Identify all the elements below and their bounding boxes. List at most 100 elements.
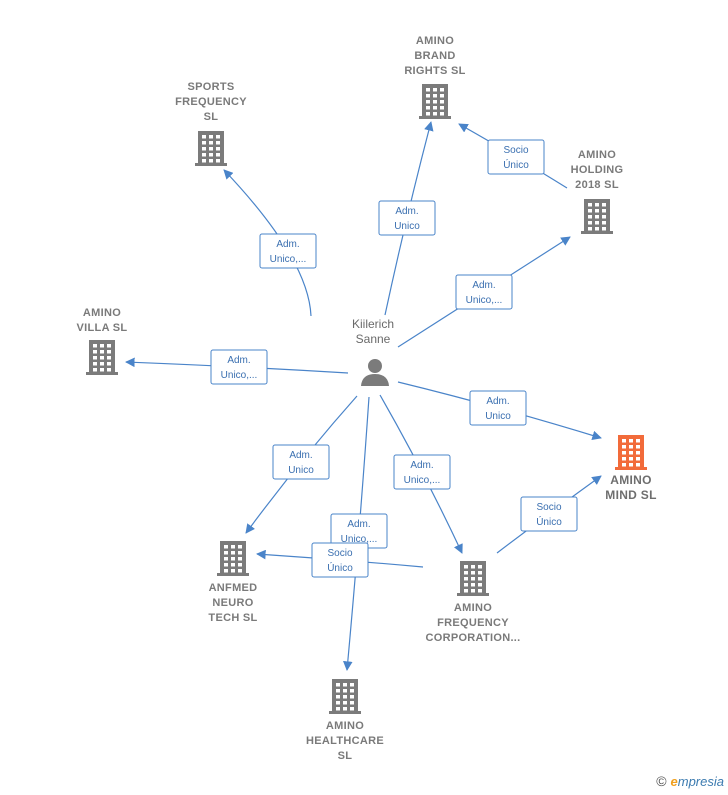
node-label-amino_holding[interactable]: 2018 SL [575, 179, 619, 191]
building-icon-sports_freq[interactable] [195, 131, 227, 166]
building-window [433, 106, 437, 110]
edge-label-text: Adm. [410, 460, 433, 471]
building-window [629, 463, 633, 467]
building-window [636, 457, 640, 461]
building-window [202, 141, 206, 145]
edges-layer [125, 121, 602, 671]
edge-label-text: Adm. [395, 206, 418, 217]
edge-label-person-to-amino_villa[interactable]: Adm.Unico,... [210, 349, 268, 385]
node-label-amino_freq_corp[interactable]: CORPORATION... [425, 632, 520, 644]
building-window [231, 563, 235, 567]
person-name-label[interactable]: Kiilerich [352, 317, 394, 331]
edge-label-text: Adm. [486, 396, 509, 407]
edge-label-text: Único [327, 561, 353, 574]
building-window [238, 563, 242, 567]
building-window [107, 356, 111, 360]
footer-credit[interactable]: ©empresia [656, 773, 724, 789]
building-window [224, 563, 228, 567]
person-icon[interactable] [361, 359, 389, 386]
node-label-amino_brand[interactable]: AMINO [416, 35, 454, 47]
building-window [602, 215, 606, 219]
building-window [629, 451, 633, 455]
node-label-amino_villa[interactable]: AMINO [83, 307, 121, 319]
node-label-amino_brand[interactable]: BRAND [414, 50, 455, 62]
node-label-amino_freq_corp[interactable]: AMINO [454, 602, 492, 614]
building-icon-amino_mind[interactable] [615, 435, 647, 470]
building-window [622, 445, 626, 449]
edge-label-person-to-anfmed[interactable]: Adm.Unico [272, 444, 330, 480]
building-icon-amino_villa[interactable] [86, 340, 118, 375]
node-label-anfmed[interactable]: ANFMED [209, 582, 258, 594]
node-label-amino_brand[interactable]: RIGHTS SL [404, 65, 465, 77]
building-window [231, 557, 235, 561]
building-window [426, 94, 430, 98]
node-label-amino_health[interactable]: AMINO [326, 720, 364, 732]
person-body [361, 374, 389, 386]
building-icon-amino_brand[interactable] [419, 84, 451, 119]
building-window [336, 689, 340, 693]
building-window [209, 159, 213, 163]
edge-label-text: Único [536, 515, 562, 528]
edge-label-person-to-sports_freq[interactable]: Adm.Unico,... [259, 233, 317, 269]
edge-label-person-to-amino_holding[interactable]: Adm.Unico,... [455, 274, 513, 310]
building-window [440, 112, 444, 116]
building-window [588, 227, 592, 231]
building-window [636, 463, 640, 467]
edge-label-box [311, 542, 369, 578]
building-window [202, 153, 206, 157]
node-label-sports_freq[interactable]: FREQUENCY [175, 96, 247, 108]
building-window [588, 221, 592, 225]
node-label-amino_health[interactable]: HEALTHCARE [306, 735, 384, 747]
node-label-sports_freq[interactable]: SL [204, 111, 219, 123]
edge-label-text: Unico [288, 465, 314, 476]
building-window [471, 565, 475, 569]
node-label-anfmed[interactable]: TECH SL [208, 612, 257, 624]
node-label-amino_holding[interactable]: HOLDING [571, 164, 624, 176]
building-window [602, 221, 606, 225]
building-window [216, 153, 220, 157]
building-window [209, 147, 213, 151]
edge-label-box [455, 274, 513, 310]
edge-label-person-to-amino_mind[interactable]: Adm.Unico [469, 390, 527, 426]
building-icon-amino_holding[interactable] [581, 199, 613, 234]
edge-label-text: Unico,... [221, 370, 258, 381]
node-label-sports_freq[interactable]: SPORTS [187, 81, 234, 93]
building-window [238, 557, 242, 561]
building-window [216, 141, 220, 145]
building-window [478, 577, 482, 581]
node-label-amino_health[interactable]: SL [338, 750, 353, 762]
building-window [238, 551, 242, 555]
building-window [595, 203, 599, 207]
brand-name: mpresia [677, 774, 724, 789]
building-icon-amino_freq_corp[interactable] [457, 561, 489, 596]
node-label-amino_freq_corp[interactable]: FREQUENCY [437, 617, 509, 629]
building-window [238, 569, 242, 573]
node-label-amino_mind[interactable]: AMINO [610, 473, 652, 487]
building-icon-amino_health[interactable] [329, 679, 361, 714]
building-window [426, 106, 430, 110]
building-window [629, 445, 633, 449]
building-window [238, 545, 242, 549]
building-window [100, 356, 104, 360]
building-icon-anfmed[interactable] [217, 541, 249, 576]
building-window [471, 583, 475, 587]
edge-label-text: Adm. [276, 239, 299, 250]
building-window [209, 141, 213, 145]
person-name-label[interactable]: Sanne [356, 332, 391, 346]
node-label-anfmed[interactable]: NEURO [212, 597, 253, 609]
node-label-amino_mind[interactable]: MIND SL [605, 488, 656, 502]
building-base [419, 116, 451, 119]
building-window [93, 368, 97, 372]
node-label-amino_holding[interactable]: AMINO [578, 149, 616, 161]
edge-label-text: Unico,... [466, 295, 503, 306]
edge-label-person-to-amino_freq_corp[interactable]: Adm.Unico,... [393, 454, 451, 490]
building-window [478, 589, 482, 593]
edge-label-text: Adm. [347, 519, 370, 530]
building-window [224, 551, 228, 555]
edge-label-person-to-amino_brand[interactable]: Adm.Unico [378, 200, 436, 236]
node-label-amino_villa[interactable]: VILLA SL [77, 322, 128, 334]
